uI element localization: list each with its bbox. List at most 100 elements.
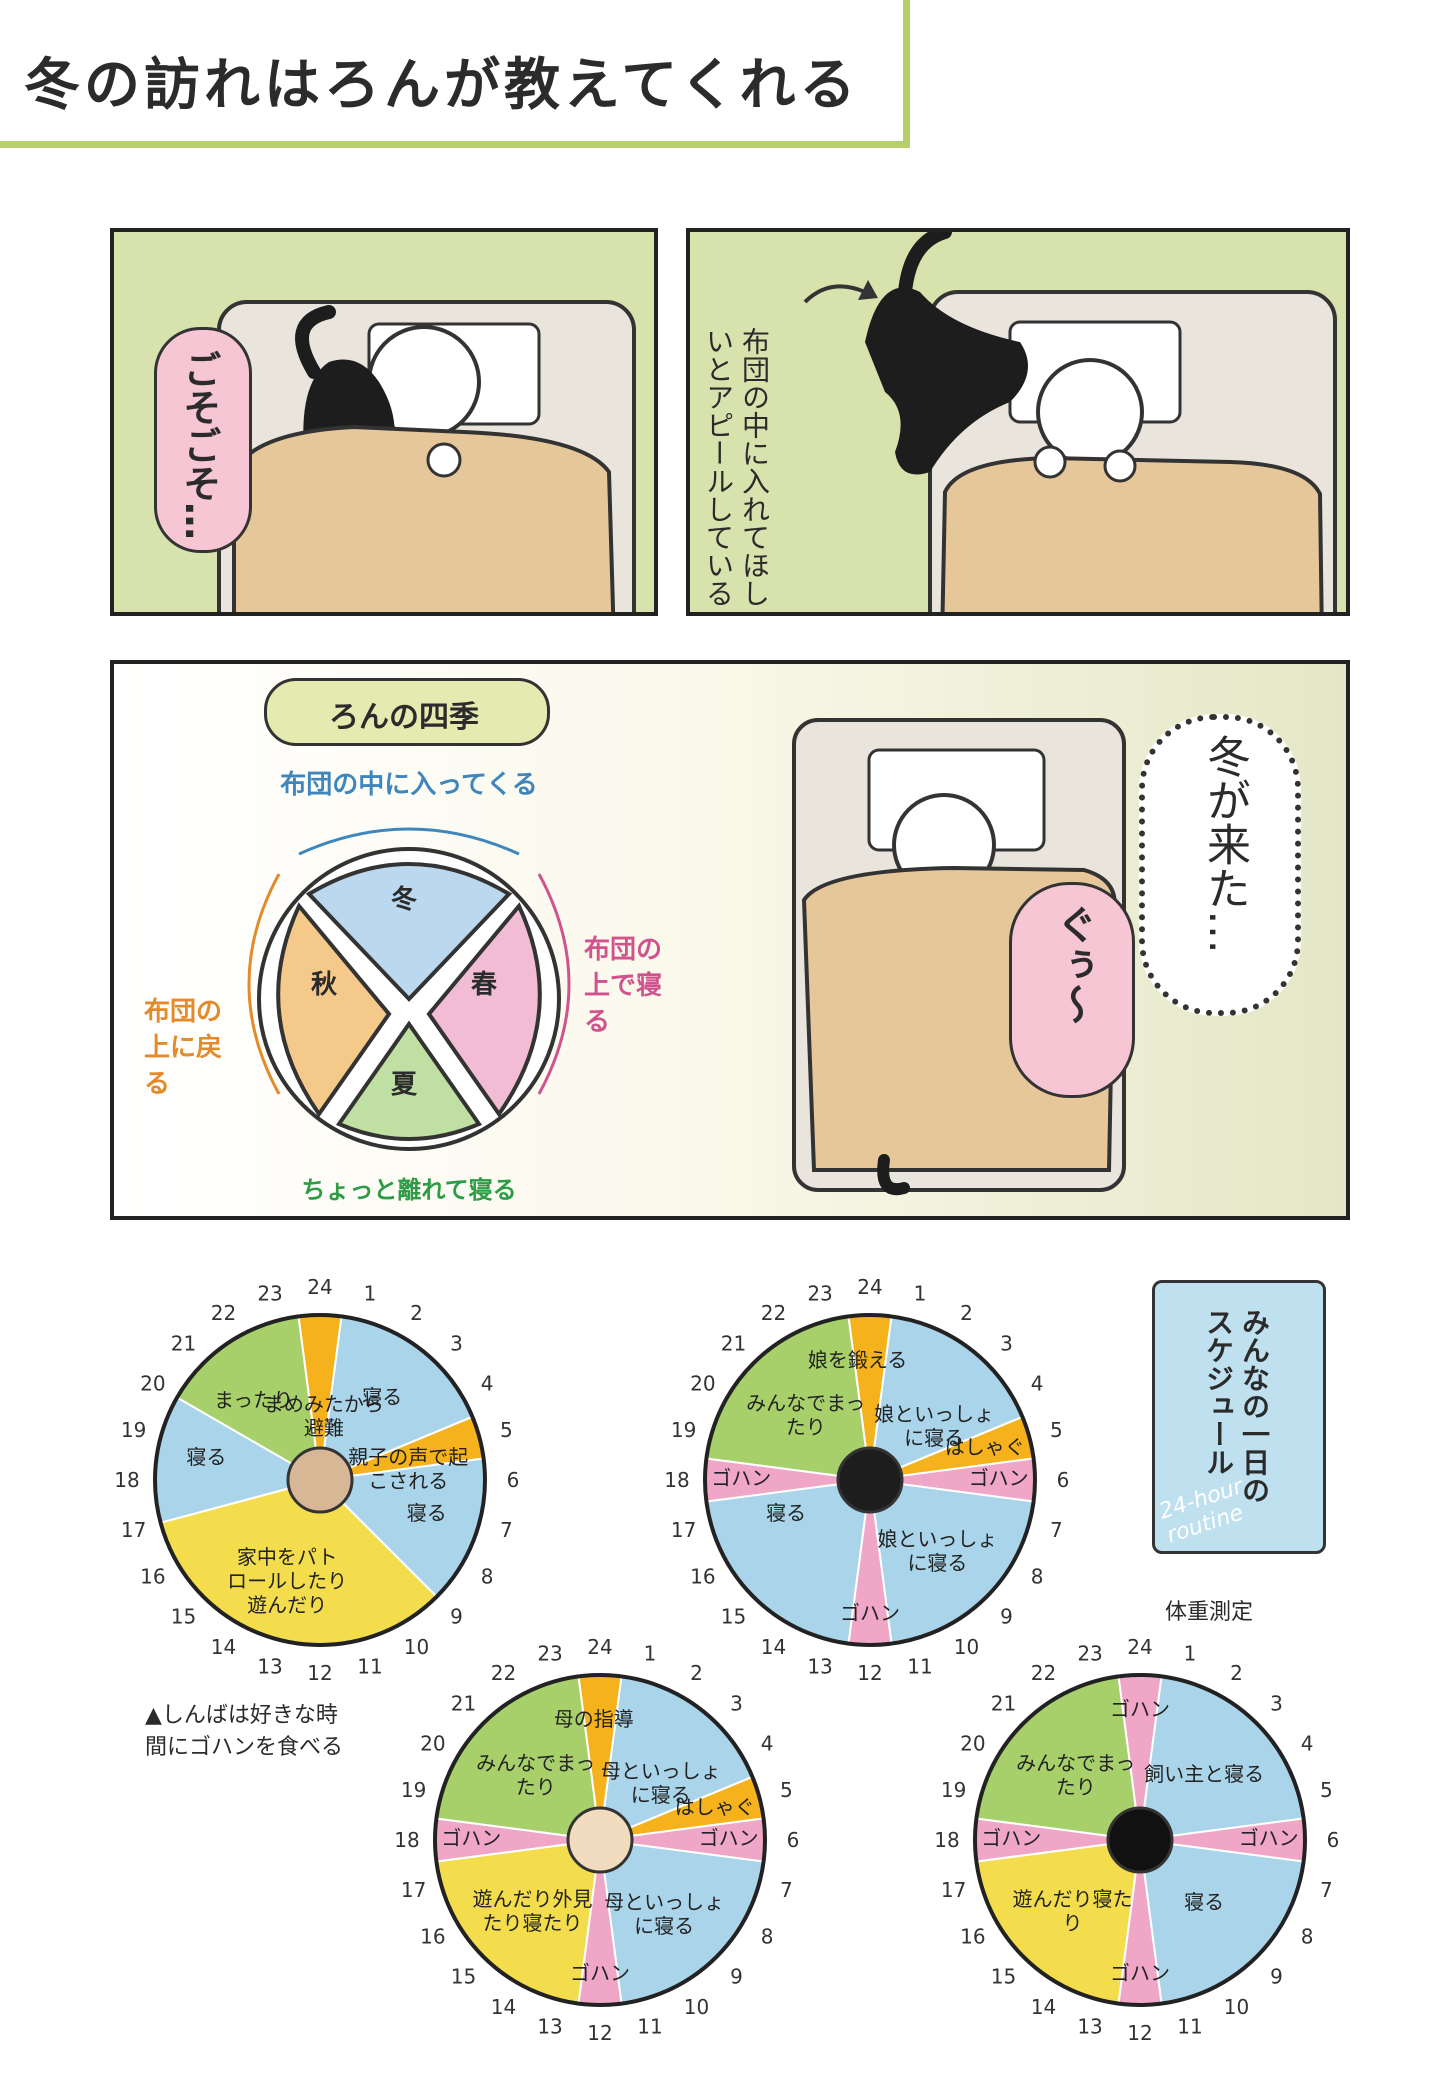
clock4-activity-label: みんなでまったり xyxy=(1016,1750,1136,1799)
clock4-hour-label: 8 xyxy=(1301,1925,1314,1949)
clock3-hour-label: 6 xyxy=(787,1828,800,1852)
clock2-hour-label: 16 xyxy=(690,1565,715,1589)
clock2-hour-label: 17 xyxy=(671,1518,696,1542)
clock2-hour-label: 8 xyxy=(1031,1565,1044,1589)
clock3-hour-label: 24 xyxy=(587,1635,612,1659)
page-title: 冬の訪れはろんが教えてくれる xyxy=(24,53,860,118)
clock2-hour-label: 4 xyxy=(1031,1372,1044,1396)
clock3-activity-label: ゴハン xyxy=(570,1961,630,1986)
clock1-hour-label: 8 xyxy=(481,1565,494,1589)
cat-tail xyxy=(877,1154,910,1196)
clock3-hour-label: 4 xyxy=(761,1732,774,1756)
clock2-activity-label: 娘といっしょに寝る xyxy=(877,1526,998,1575)
clock4-hour-label: 13 xyxy=(1077,2014,1102,2038)
clock4-hour-label: 2 xyxy=(1230,1661,1243,1685)
clock3-hour-label: 7 xyxy=(780,1878,793,1902)
clock3-activity-label: 母といっしょに寝る xyxy=(604,1890,725,1939)
season-winter: 冬 xyxy=(390,885,417,915)
clock4-hour-label: 16 xyxy=(960,1925,985,1949)
clock2-hour-label: 5 xyxy=(1050,1418,1063,1442)
cat-cream-icon xyxy=(566,1806,634,1874)
clock2-hour-label: 21 xyxy=(721,1332,746,1356)
futon xyxy=(940,455,1324,612)
clock4-hour-label: 11 xyxy=(1177,2014,1202,2038)
clock3-hour-label: 8 xyxy=(761,1925,774,1949)
clock4-activity-label: ゴハン xyxy=(981,1826,1042,1850)
clock4-hour-label: 9 xyxy=(1270,1964,1283,1988)
clock3-hour-label: 9 xyxy=(730,1964,743,1988)
clock2-hour-label: 6 xyxy=(1057,1468,1070,1492)
season-autumn: 秋 xyxy=(310,970,337,1000)
clock1-hour-label: 21 xyxy=(171,1332,196,1356)
cat-black-icon xyxy=(1106,1806,1174,1874)
clock3-hour-label: 14 xyxy=(491,1995,516,2019)
clock1-hour-label: 1 xyxy=(364,1282,377,1306)
clock1-activity-label: 親子の声で起こされる xyxy=(348,1444,469,1493)
clock4-hour-label: 17 xyxy=(941,1878,966,1902)
clock2-hour-label: 10 xyxy=(954,1635,979,1659)
clock3-hour-label: 20 xyxy=(420,1732,445,1756)
clock4-hour-label: 10 xyxy=(1224,1995,1249,2019)
clock2-activity-label: 寝る xyxy=(766,1500,807,1525)
black-cat xyxy=(865,287,1028,475)
clock3-rim xyxy=(433,1673,767,2007)
clock4-hour-label: 23 xyxy=(1077,1642,1102,1666)
clock2-hour-label: 15 xyxy=(721,1604,746,1628)
clock1-hour-label: 17 xyxy=(121,1518,146,1542)
clock1-hour-label: 6 xyxy=(507,1468,520,1492)
clock2-hour-label: 20 xyxy=(690,1372,715,1396)
clock3-hour-label: 18 xyxy=(394,1828,419,1852)
clock4-activity-label: 遊んだり寝たり xyxy=(1012,1886,1133,1935)
clock1-hour-label: 3 xyxy=(450,1332,463,1356)
clock4-hour-label: 20 xyxy=(960,1732,985,1756)
shinba-note: ▲しんばは好きな時間にゴハンを食べる xyxy=(145,1703,344,1760)
clock1-hour-label: 20 xyxy=(140,1372,165,1396)
clock4-hour-label: 6 xyxy=(1327,1828,1340,1852)
clock2-activity-label: 娘といっしょに寝る xyxy=(874,1401,995,1450)
clock1-hour-label: 19 xyxy=(121,1418,146,1442)
clock4-hour-label: 21 xyxy=(991,1692,1016,1716)
clock2-hour-label: 12 xyxy=(857,1661,882,1685)
clock4-hour-label: 3 xyxy=(1270,1692,1283,1716)
arrow-top xyxy=(298,827,520,856)
clock3-activity-label: ゴハン xyxy=(441,1826,502,1850)
clock2-activity-label: ゴハン xyxy=(968,1466,1029,1490)
exclaim-bubble xyxy=(1139,714,1301,1016)
clock3-hour-label: 16 xyxy=(420,1925,445,1949)
clock3-hour-label: 12 xyxy=(587,2021,612,2045)
sfx-text: ごそごそ… xyxy=(177,350,221,540)
clock2-hour-label: 2 xyxy=(960,1301,973,1325)
clock4-hour-label: 14 xyxy=(1031,1995,1056,2019)
clock3-activity-label: ゴハン xyxy=(698,1826,759,1850)
clock3-hour-label: 3 xyxy=(730,1692,743,1716)
clock2-hour-label: 11 xyxy=(907,1654,932,1678)
clock3-hour-label: 5 xyxy=(780,1778,793,1802)
clock3-hour-label: 11 xyxy=(637,2014,662,2038)
season-right-label: 布団の上で寝る xyxy=(584,935,663,1037)
appeal-caption: 布団の中に入れてほしいとアピールしている xyxy=(702,327,771,607)
motion-arrow-head xyxy=(858,280,878,300)
clock4-hour-label: 5 xyxy=(1320,1778,1333,1802)
snore-text: ぐぅ～ xyxy=(1050,904,1096,1024)
wheel-winter xyxy=(305,862,513,1002)
clock3-hour-label: 10 xyxy=(684,1995,709,2019)
clock2-activity-label: みんなでまったり xyxy=(746,1390,866,1439)
clock4-rim xyxy=(973,1673,1307,2007)
arrow-right xyxy=(537,873,571,1095)
clock1-activity-label: 寝る xyxy=(406,1500,447,1525)
clock1-hour-label: 2 xyxy=(410,1301,423,1325)
clock3-activity-label: 母といっしょに寝る xyxy=(600,1758,721,1807)
clock2-rim xyxy=(703,1313,1037,1647)
clock2-hour-label: 24 xyxy=(857,1275,882,1299)
season-summer: 夏 xyxy=(390,1070,417,1100)
clock1-activity-label: 寝る xyxy=(186,1444,227,1469)
clock3-activity-label: みんなでまったり xyxy=(476,1750,596,1799)
clock3-hour-label: 21 xyxy=(451,1692,476,1716)
clock3-hour-label: 22 xyxy=(491,1661,516,1685)
clock3-activity-label: 母の指導 xyxy=(553,1707,634,1732)
clock1-hour-label: 22 xyxy=(211,1301,236,1325)
